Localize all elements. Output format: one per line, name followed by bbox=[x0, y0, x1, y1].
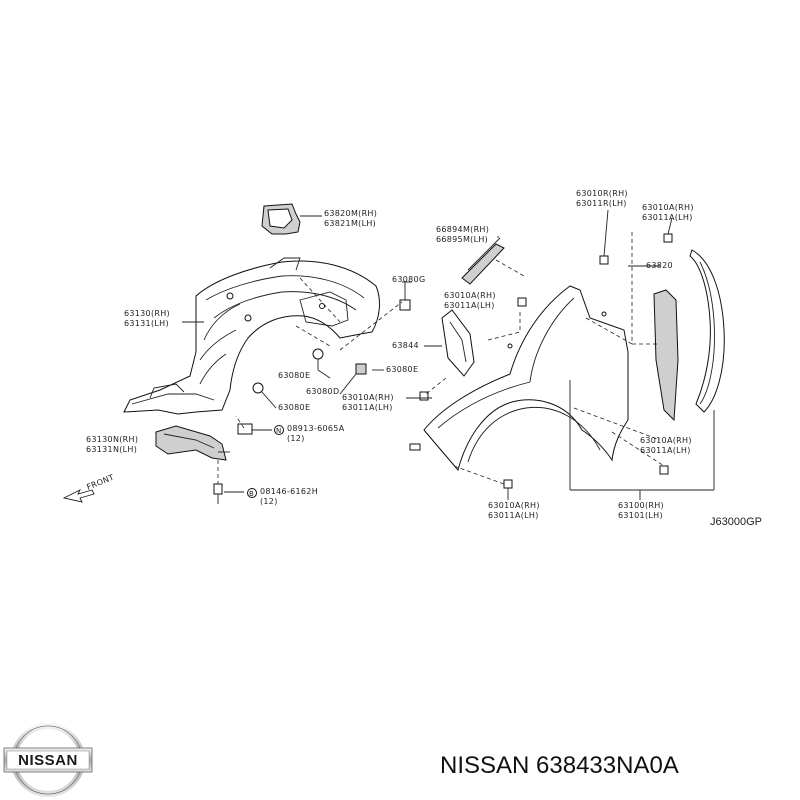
label-63010a-r: 63010A(RH) bbox=[640, 436, 692, 445]
label-63010a-c: 63010A(RH) bbox=[342, 393, 394, 402]
fastener-63080e-b bbox=[252, 382, 264, 394]
screw-63010a-c bbox=[419, 391, 429, 401]
label-63080e-a: 63080E bbox=[278, 371, 310, 380]
label-63010a-b: 63010A(RH) bbox=[488, 501, 540, 510]
label-63131n: 63131N(LH) bbox=[86, 445, 137, 454]
screw-63010r bbox=[599, 255, 609, 265]
circle-n-icon: N bbox=[274, 425, 284, 435]
label-63080d: 63080D bbox=[306, 387, 339, 396]
bracket-63820m bbox=[261, 203, 301, 235]
insulator-63844 bbox=[441, 309, 475, 377]
bolt-08146 bbox=[213, 483, 223, 504]
label-63820m: 63820M(RH) bbox=[324, 209, 377, 218]
screw-63010a-tr bbox=[663, 233, 673, 243]
circle-b-icon: B bbox=[247, 488, 257, 498]
label-63011a-m: 63011A(LH) bbox=[444, 301, 495, 310]
front-fender-63100 bbox=[423, 285, 629, 472]
label-63080e-c: 63080E bbox=[278, 403, 310, 412]
label-63011a-r: 63011A(LH) bbox=[640, 446, 691, 455]
label-63011a-b: 63011A(LH) bbox=[488, 511, 539, 520]
liner-piece-63130n bbox=[155, 425, 227, 461]
clip-08913 bbox=[237, 423, 253, 435]
label-63011a-c: 63011A(LH) bbox=[342, 403, 393, 412]
label-63821m: 63821M(LH) bbox=[324, 219, 376, 228]
label-66894m: 66894M(RH) bbox=[436, 225, 489, 234]
label-63130: 63130(RH) bbox=[124, 309, 170, 318]
svg-text:N: N bbox=[276, 427, 282, 435]
part-number-title: NISSAN 638433NA0A bbox=[440, 752, 679, 779]
label-63844: 63844 bbox=[392, 341, 419, 350]
svg-text:B: B bbox=[249, 490, 254, 498]
fastener-63080e-a bbox=[312, 348, 324, 370]
clip-63080g bbox=[399, 299, 411, 311]
label-63100: 63100(RH) bbox=[618, 501, 664, 510]
label-63080e-b: 63080E bbox=[386, 365, 418, 374]
screw-63010a-b bbox=[503, 479, 513, 489]
fender-trim-right bbox=[689, 249, 725, 413]
fender-liner-63130 bbox=[123, 257, 380, 415]
splash-guard-63820 bbox=[653, 289, 679, 422]
seal-66894m bbox=[461, 237, 505, 285]
bolt-left-fender bbox=[409, 443, 421, 451]
svg-text:NISSAN: NISSAN bbox=[18, 752, 78, 769]
label-63131: 63131(LH) bbox=[124, 319, 169, 328]
front-arrow-icon bbox=[62, 488, 95, 503]
label-63080g: 63080G bbox=[392, 275, 425, 284]
label-63010a-m: 63010A(RH) bbox=[444, 291, 496, 300]
nissan-logo: NISSAN bbox=[3, 723, 93, 797]
label-66895m: 66895M(LH) bbox=[436, 235, 488, 244]
label-08913: 08913-6065A bbox=[287, 424, 345, 433]
label-63130n: 63130N(RH) bbox=[86, 435, 138, 444]
fastener-63080d bbox=[355, 363, 367, 375]
label-08146: 08146-6162H bbox=[260, 487, 318, 496]
label-63011r: 63011R(LH) bbox=[576, 199, 627, 208]
screw-63010a-r bbox=[659, 465, 669, 475]
label-63101: 63101(LH) bbox=[618, 511, 663, 520]
label-front: FRONT bbox=[85, 473, 115, 492]
screw-63010a-m bbox=[517, 297, 527, 307]
label-63010r: 63010R(RH) bbox=[576, 189, 628, 198]
label-08913-qty: (12) bbox=[287, 434, 305, 443]
label-08146-qty: (12) bbox=[260, 497, 278, 506]
label-63010a-tr: 63010A(RH) bbox=[642, 203, 694, 212]
label-63011a-tr: 63011A(LH) bbox=[642, 213, 693, 222]
label-63820: 63820 bbox=[646, 261, 673, 270]
diagram-reference: J63000GP bbox=[710, 516, 762, 528]
